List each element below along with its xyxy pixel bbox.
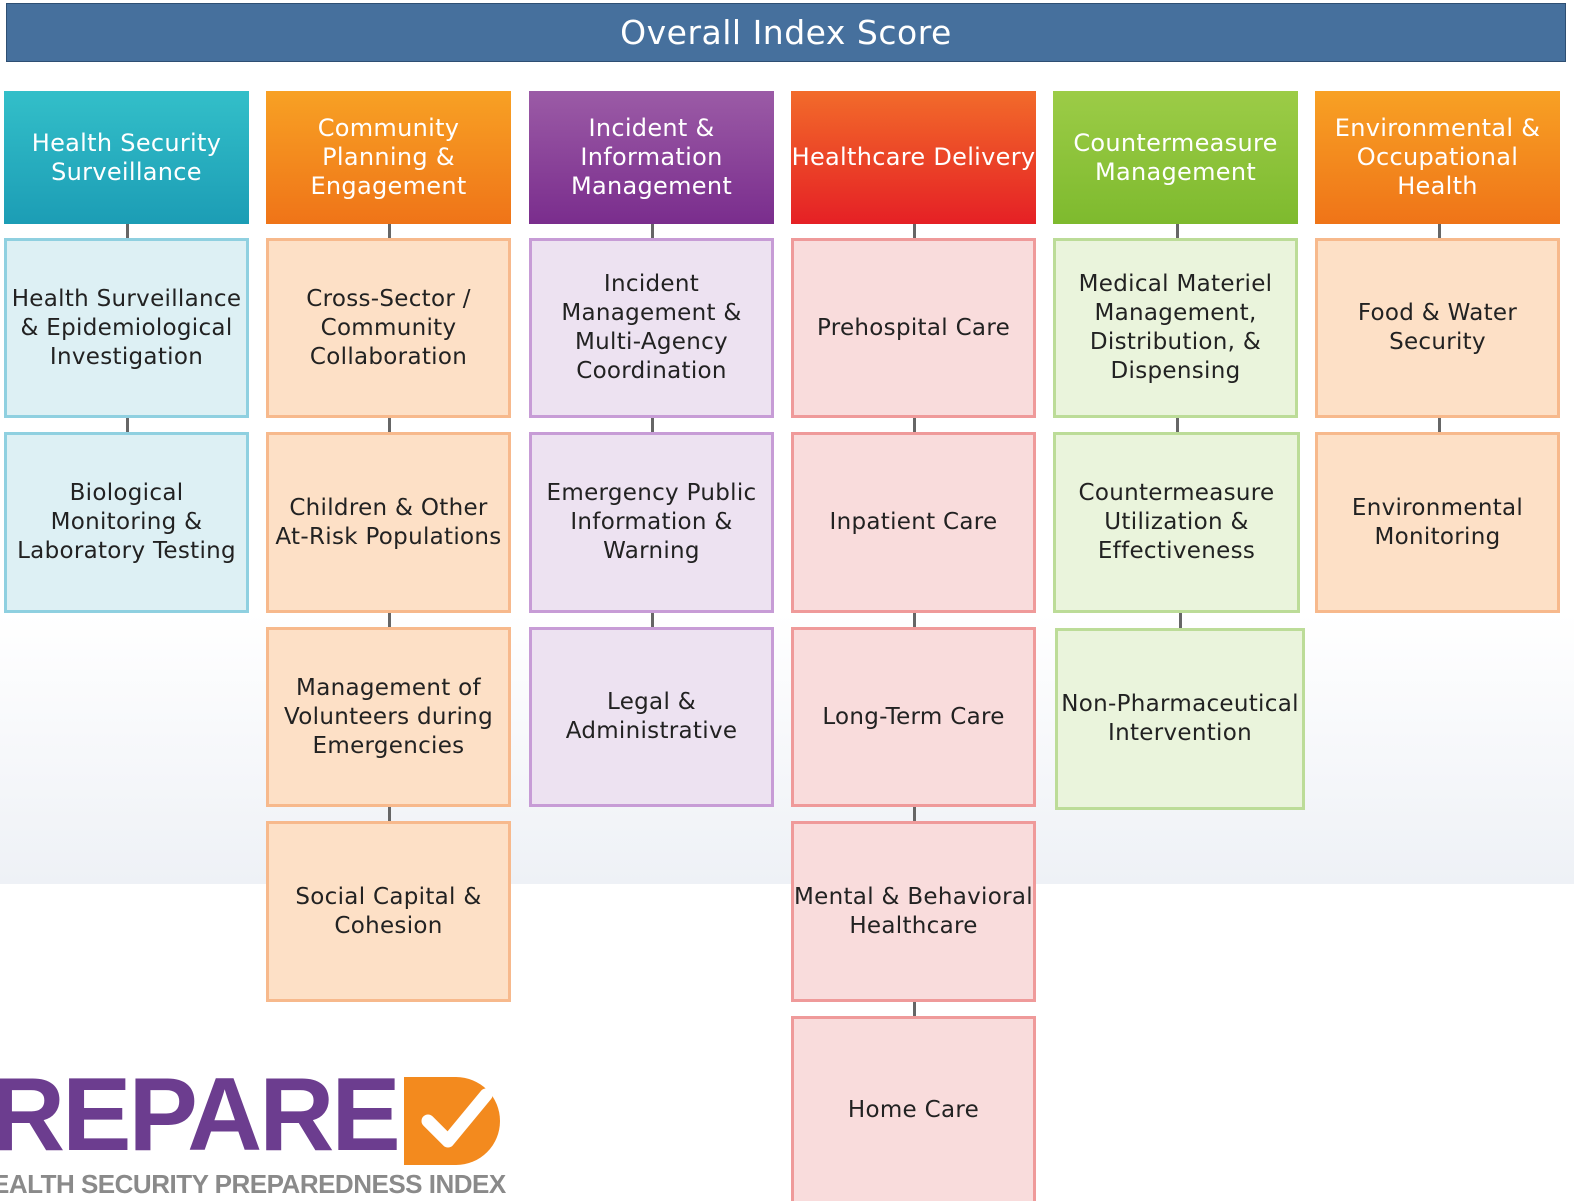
measure-label: Legal & Administrative <box>565 689 738 744</box>
domain-community-planning-engagement: Community Planning & Engagement <box>266 91 511 224</box>
connector <box>913 806 916 822</box>
measure-label: Emergency Public Information & Warning <box>546 480 757 564</box>
connector <box>388 806 391 822</box>
prepared-logo: REPARE <box>0 1057 512 1173</box>
measure-label: Mental & Behavioral Healthcare <box>794 883 1033 939</box>
measure-label: Incident Management & Multi-Agency Coord… <box>561 271 742 384</box>
domain-countermeasure-management: Countermeasure Management <box>1053 91 1298 224</box>
measure-label: Social Capital & Cohesion <box>295 883 482 939</box>
domain-health-security-surveillance: Health Security Surveillance <box>4 91 249 224</box>
measure-incident-management-coordination: Incident Management & Multi-Agency Coord… <box>529 238 774 418</box>
connector <box>1438 223 1441 239</box>
measure-children-at-risk-populations: Children & Other At-Risk Populations <box>266 432 511 613</box>
measure-biological-monitoring-laboratory-testing: Biological Monitoring & Laboratory Testi… <box>4 432 249 613</box>
connector <box>1176 417 1179 433</box>
measure-prehospital-care: Prehospital Care <box>791 238 1036 418</box>
measure-health-surveillance-epidemiological-investigation: Health Surveillance & Epidemiological In… <box>4 238 249 418</box>
connector <box>651 417 654 433</box>
connector <box>651 612 654 628</box>
checkmark-icon <box>403 1077 500 1165</box>
connector <box>126 417 129 433</box>
measure-cross-sector-community-collaboration: Cross-Sector / Community Collaboration <box>266 238 511 418</box>
measure-environmental-monitoring: Environmental Monitoring <box>1315 432 1560 613</box>
domain-title: Incident & Information Management <box>570 114 733 200</box>
measure-label: Medical Materiel Management, Distributio… <box>1078 271 1273 384</box>
domain-title: Environmental & Occupational Health <box>1334 114 1541 200</box>
connector <box>1176 223 1179 239</box>
measure-label: Biological Monitoring & Laboratory Testi… <box>17 480 236 564</box>
connector <box>651 223 654 239</box>
domain-environmental-occupational-health: Environmental & Occupational Health <box>1315 91 1560 224</box>
measure-inpatient-care: Inpatient Care <box>791 432 1036 613</box>
measure-label: Non-Pharmaceutical Intervention <box>1061 691 1299 746</box>
domain-incident-information-management: Incident & Information Management <box>529 91 774 224</box>
measure-management-of-volunteers: Management of Volunteers during Emergenc… <box>266 627 511 807</box>
connector <box>913 223 916 239</box>
measure-home-care: Home Care <box>791 1016 1036 1201</box>
overall-index-score-header: Overall Index Score <box>6 3 1566 62</box>
measure-non-pharmaceutical-intervention: Non-Pharmaceutical Intervention <box>1055 628 1305 810</box>
domain-title: Healthcare Delivery <box>791 143 1036 171</box>
measure-label: Health Surveillance & Epidemiological In… <box>11 285 242 370</box>
measure-label: Long-Term Care <box>822 703 1005 730</box>
domain-healthcare-delivery: Healthcare Delivery <box>791 91 1036 224</box>
measure-food-water-security: Food & Water Security <box>1315 238 1560 418</box>
measure-emergency-public-information-warning: Emergency Public Information & Warning <box>529 432 774 613</box>
connector <box>913 1001 916 1017</box>
background-band <box>0 612 1574 884</box>
measure-label: Inpatient Care <box>829 509 998 535</box>
measure-label: Management of Volunteers during Emergenc… <box>284 674 493 759</box>
domain-title: Health Security Surveillance <box>31 128 222 186</box>
measure-label: Cross-Sector / Community Collaboration <box>306 285 471 370</box>
measure-label: Environmental Monitoring <box>1351 494 1524 550</box>
connector <box>388 417 391 433</box>
connector <box>913 612 916 628</box>
measure-mental-behavioral-healthcare: Mental & Behavioral Healthcare <box>791 821 1036 1002</box>
measure-label: Children & Other At-Risk Populations <box>275 494 502 550</box>
measure-label: Home Care <box>847 1096 980 1123</box>
connector <box>913 417 916 433</box>
connector <box>1179 612 1182 628</box>
measure-long-term-care: Long-Term Care <box>791 627 1036 807</box>
logo-wordmark: REPARE <box>0 1056 401 1173</box>
connector <box>126 223 129 239</box>
measure-medical-materiel-management: Medical Materiel Management, Distributio… <box>1053 238 1298 418</box>
measure-countermeasure-utilization-effectiveness: Countermeasure Utilization & Effectivene… <box>1053 432 1300 613</box>
measure-label: Food & Water Security <box>1357 300 1518 355</box>
connector <box>1438 417 1441 433</box>
connector <box>388 612 391 628</box>
domain-title: Countermeasure Management <box>1073 128 1278 186</box>
measure-social-capital-cohesion: Social Capital & Cohesion <box>266 821 511 1002</box>
logo-tagline: EALTH SECURITY PREPAREDNESS INDEX <box>0 1169 506 1199</box>
measure-label: Countermeasure Utilization & Effectivene… <box>1078 480 1275 564</box>
connector <box>388 223 391 239</box>
domain-title: Community Planning & Engagement <box>310 114 467 200</box>
measure-label: Prehospital Care <box>816 314 1011 341</box>
measure-legal-administrative: Legal & Administrative <box>529 627 774 807</box>
